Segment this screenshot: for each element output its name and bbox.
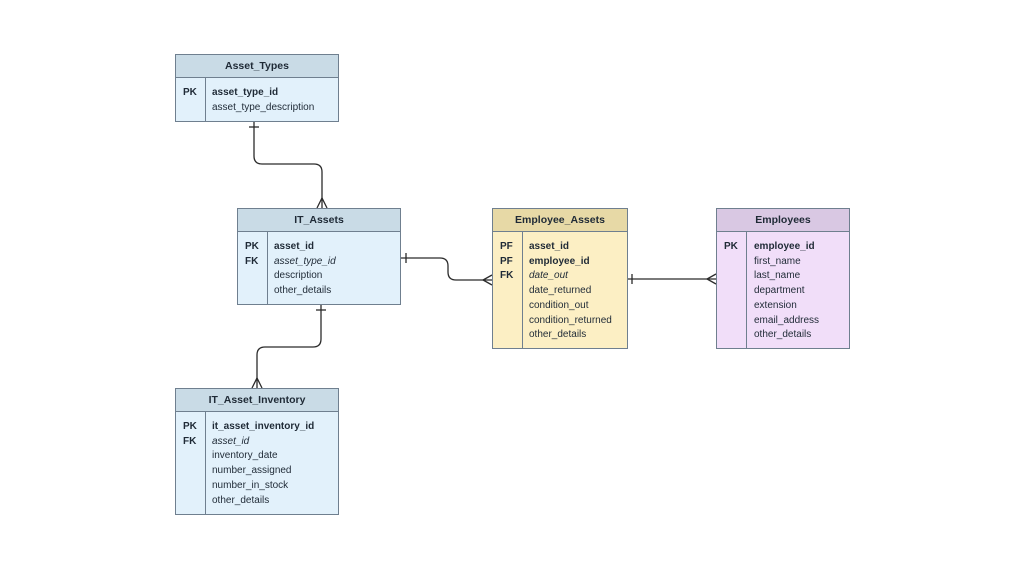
attribute-row: condition_out [493,299,627,313]
key-column-divider [717,232,747,348]
attribute-row: asset_type_description [176,101,338,115]
attribute-name: first_name [754,255,801,267]
relationship-line [253,122,323,208]
attribute-row: department [717,284,849,298]
many-marker [251,376,263,389]
attribute-row: condition_returned [493,314,627,328]
attribute-row: FK asset_type_id [238,255,400,269]
entity-title: Asset_Types [176,55,338,78]
attribute-name: department [754,285,805,297]
key-column-divider [238,232,268,304]
attribute-name: other_details [529,329,587,341]
attribute-row: email_address [717,314,849,328]
attribute-row: PK asset_type_id [176,86,338,100]
attribute-name: asset_id [274,241,315,252]
key-marker: FK [183,435,197,447]
attribute-row: PK asset_id [238,240,400,254]
attribute-name: asset_id [212,435,250,447]
key-marker: FK [245,255,259,267]
attribute-row: number_assigned [176,464,338,478]
attribute-name: asset_type_id [212,87,279,98]
attribute-name: other_details [274,285,332,297]
attribute-name: other_details [212,494,270,506]
attribute-row: other_details [238,284,400,298]
key-marker: FK [500,270,514,282]
attribute-name: date_out [529,270,568,282]
attribute-name: other_details [754,329,812,341]
attribute-name: last_name [754,270,801,282]
attribute-name: description [274,270,323,282]
attribute-name: employee_id [529,255,590,267]
entity-title: Employees [717,209,849,232]
attribute-row: PK it_asset_inventory_id [176,420,338,434]
attribute-row: number_in_stock [176,479,338,493]
key-column-divider [176,412,206,514]
attribute-name: number_assigned [212,465,292,477]
attribute-row: PF asset_id [493,240,627,254]
key-marker: PK [245,241,259,252]
entity-title: Employee_Assets [493,209,627,232]
relationship-line [401,257,492,281]
key-marker: PF [500,255,513,267]
entity-attributes: PK employee_id first_name last_name departme… [717,232,849,348]
attribute-name: inventory_date [212,450,278,462]
many-marker [481,274,493,286]
many-marker [316,196,328,209]
attribute-name: condition_out [529,299,589,311]
attribute-row: extension [717,299,849,313]
key-column-divider [493,232,523,348]
attribute-row: other_details [176,494,338,508]
attribute-row: FK asset_id [176,435,338,449]
attribute-name: date_returned [529,285,592,297]
key-marker: PK [724,241,738,252]
entity-title: IT_Asset_Inventory [176,389,338,412]
attribute-name: it_asset_inventory_id [212,421,315,432]
key-marker: PK [183,87,197,98]
attribute-row: PK employee_id [717,240,849,254]
attribute-row: other_details [493,328,627,342]
attribute-row: date_returned [493,284,627,298]
attribute-name: extension [754,299,797,311]
attribute-name: number_in_stock [212,479,289,491]
many-marker [705,273,717,285]
attribute-row: other_details [717,328,849,342]
attribute-row: FK date_out [493,269,627,283]
attribute-name: asset_type_description [212,101,315,113]
attribute-row: last_name [717,269,849,283]
key-marker: PF [500,241,513,252]
attribute-name: email_address [754,314,820,326]
attribute-row: inventory_date [176,449,338,463]
entity-attributes: PK asset_type_id asset_type_description [176,78,338,121]
attribute-name: asset_type_id [274,255,336,267]
key-marker: PK [183,421,197,432]
attribute-name: employee_id [754,241,815,252]
attribute-row: description [238,269,400,283]
attribute-row: PF employee_id [493,255,627,269]
key-column-divider [176,78,206,121]
attribute-name: asset_id [529,241,570,252]
attribute-row: first_name [717,255,849,269]
entity-title: IT_Assets [238,209,400,232]
relationship-line [256,305,322,388]
attribute-name: condition_returned [529,314,612,326]
